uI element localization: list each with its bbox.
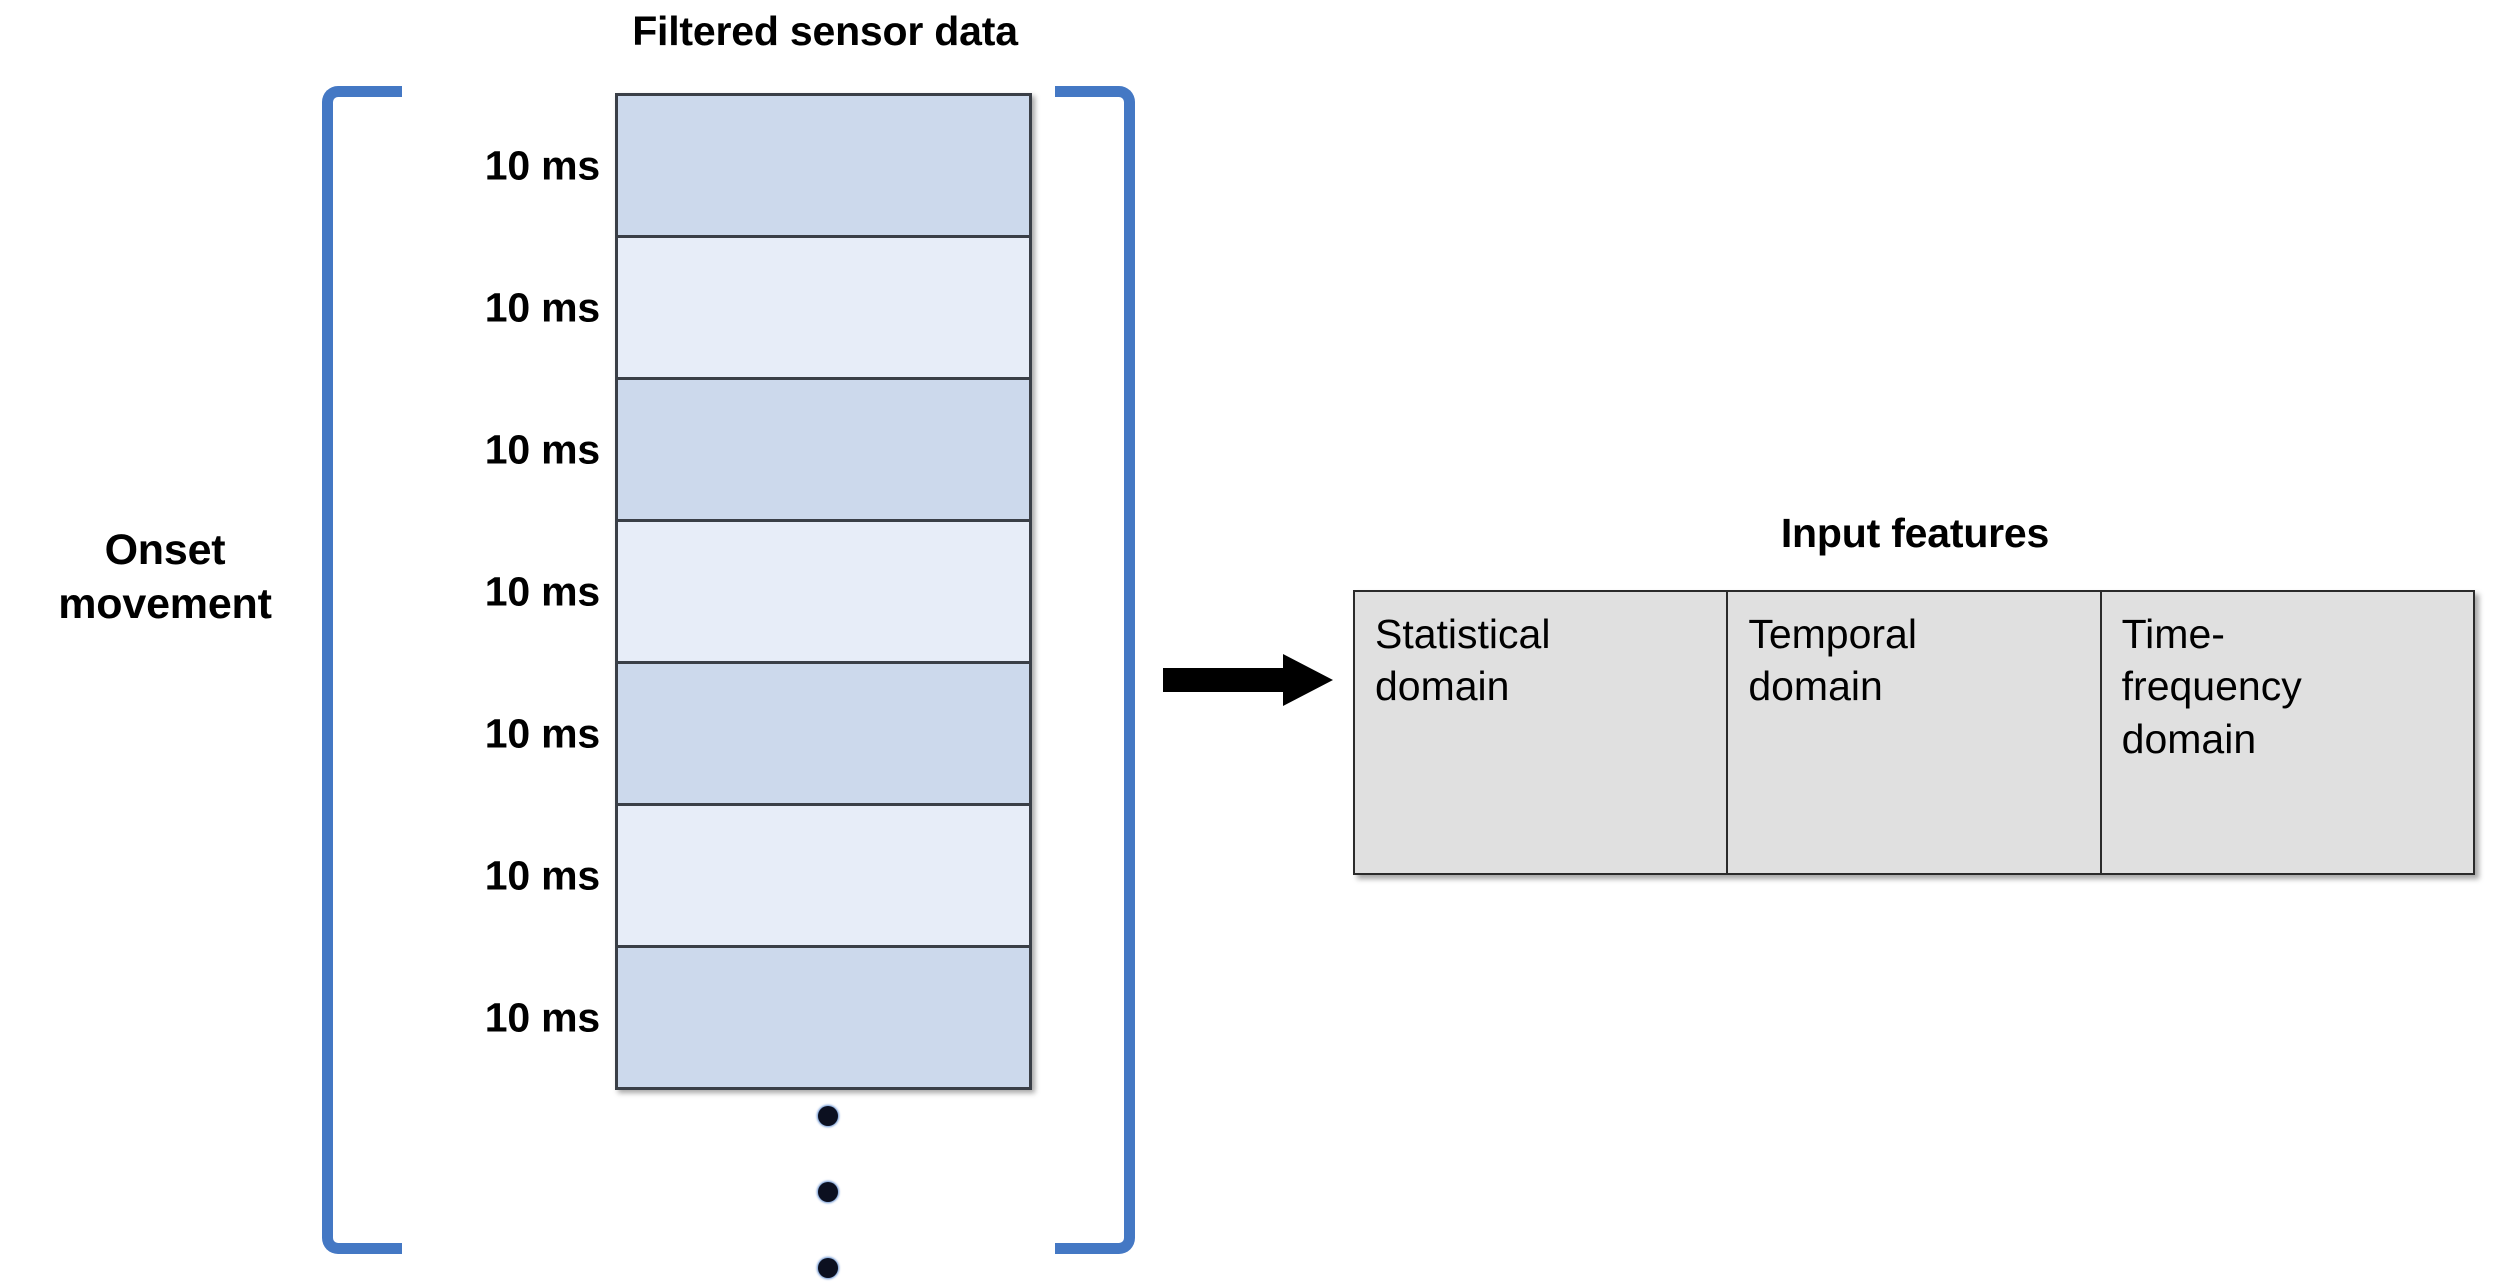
window-duration-label: 10 ms — [484, 852, 600, 898]
feature-cell-line: Temporal — [1748, 611, 1917, 657]
feature-cell-temporal-domain: Temporal domain — [1728, 592, 2102, 873]
window-duration-label: 10 ms — [484, 994, 600, 1040]
window-duration-label: 10 ms — [484, 284, 600, 330]
arrow-right-icon — [1163, 654, 1333, 706]
feature-cell-line: Time- — [2121, 611, 2225, 657]
onset-movement-bracket-right — [1055, 86, 1135, 1254]
onset-movement-label-line-2: movement — [58, 579, 272, 628]
feature-cell-line: domain — [2121, 715, 2257, 762]
feature-cell-line: Statistical — [1375, 611, 1551, 657]
sensor-window-row: 10 ms — [485, 238, 1029, 380]
input-features-table: Statistical domain Temporal domain Time-… — [1353, 590, 2475, 875]
window-duration-label: 10 ms — [484, 426, 600, 472]
ellipsis-dot — [818, 1106, 838, 1126]
filtered-sensor-data-title: Filtered sensor data — [632, 8, 1018, 54]
onset-movement-label: Onset movement — [0, 524, 330, 632]
feature-cell-line: frequency — [2121, 663, 2302, 710]
ellipsis-dot — [818, 1182, 838, 1202]
sensor-window-row: 10 ms — [485, 806, 1029, 948]
sensor-window-row: 10 ms — [485, 664, 1029, 806]
sensor-window-row: 10 ms — [485, 948, 1029, 1087]
input-features-title: Input features — [1780, 510, 2050, 556]
onset-movement-bracket-left — [322, 86, 402, 1254]
sensor-window-row: 10 ms — [485, 96, 1029, 238]
feature-cell-line: domain — [1375, 663, 1510, 710]
feature-cell-statistical-domain: Statistical domain — [1355, 592, 1729, 873]
window-duration-label: 10 ms — [484, 142, 600, 188]
onset-movement-label-line-1: Onset — [104, 526, 226, 574]
window-duration-label: 10 ms — [484, 710, 600, 756]
feature-cell-time-frequency-domain: Time- frequency domain — [2102, 592, 2473, 873]
feature-cell-line: domain — [1748, 663, 1883, 710]
sensor-window-row: 10 ms — [485, 380, 1029, 522]
ellipsis-dot — [818, 1258, 838, 1278]
window-duration-label: 10 ms — [484, 568, 600, 614]
filtered-sensor-data-stack: 10 ms 10 ms 10 ms 10 ms 10 ms 10 ms 10 m… — [485, 93, 1032, 1090]
sensor-window-row: 10 ms — [485, 522, 1029, 664]
vertical-ellipsis-icon — [811, 1106, 845, 1278]
